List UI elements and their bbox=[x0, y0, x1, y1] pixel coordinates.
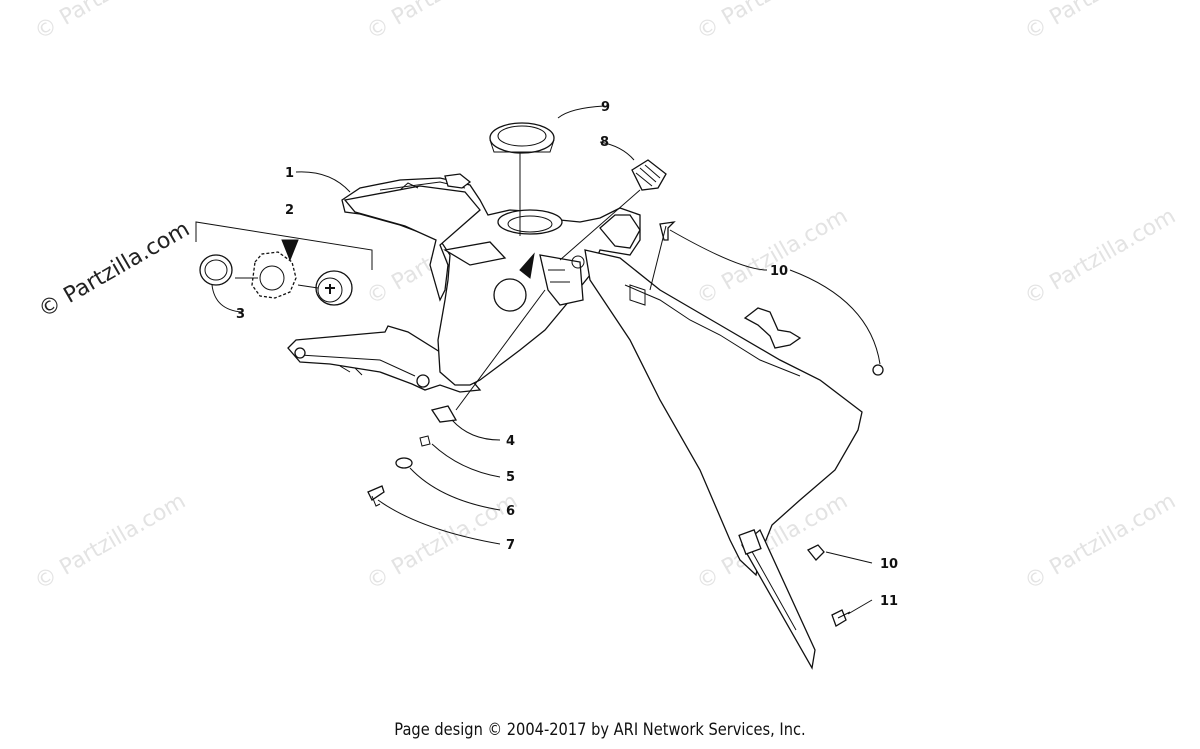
callout-5[interactable]: 5 bbox=[506, 470, 515, 485]
callout-9[interactable]: 9 bbox=[601, 100, 610, 115]
watermark-bot-4: © Partzilla.com bbox=[1021, 489, 1181, 596]
watermark-top-4: © Partzilla.com bbox=[1021, 0, 1181, 45]
part-9-ring bbox=[489, 122, 555, 154]
callout-6[interactable]: 6 bbox=[506, 504, 515, 519]
callout-7[interactable]: 7 bbox=[506, 538, 515, 553]
watermark-bot-1: © Partzilla.com bbox=[31, 489, 191, 596]
callout-10-lower[interactable]: 10 bbox=[880, 557, 898, 572]
part-8-plug bbox=[631, 159, 667, 191]
watermark-featured: © Partzilla.com bbox=[35, 217, 195, 324]
page-footer: Page design © 2004-2017 by ARI Network S… bbox=[394, 720, 806, 740]
part-2-socket-assembly bbox=[195, 221, 373, 306]
watermark-top-3: © Partzilla.com bbox=[693, 0, 853, 45]
callout-2[interactable]: 2 bbox=[285, 203, 294, 218]
part-1-housing bbox=[287, 173, 863, 670]
callout-1[interactable]: 1 bbox=[285, 166, 294, 181]
callout-3[interactable]: 3 bbox=[236, 307, 245, 322]
watermark-top-1: © Partzilla.com bbox=[31, 0, 191, 45]
callout-labels: 1 2 3 4 5 6 7 8 9 10 10 11 bbox=[236, 100, 898, 609]
callout-11[interactable]: 11 bbox=[880, 594, 898, 609]
watermark-mid-3: © Partzilla.com bbox=[1021, 204, 1181, 311]
watermark-top-2: © Partzilla.com bbox=[363, 0, 523, 45]
callout-10-upper[interactable]: 10 bbox=[770, 264, 788, 279]
leader-lines bbox=[211, 105, 881, 615]
callout-4[interactable]: 4 bbox=[506, 434, 515, 449]
watermark-bot-2: © Partzilla.com bbox=[363, 489, 523, 596]
callout-8[interactable]: 8 bbox=[600, 135, 609, 150]
watermark-mid-2: © Partzilla.com bbox=[693, 204, 853, 311]
